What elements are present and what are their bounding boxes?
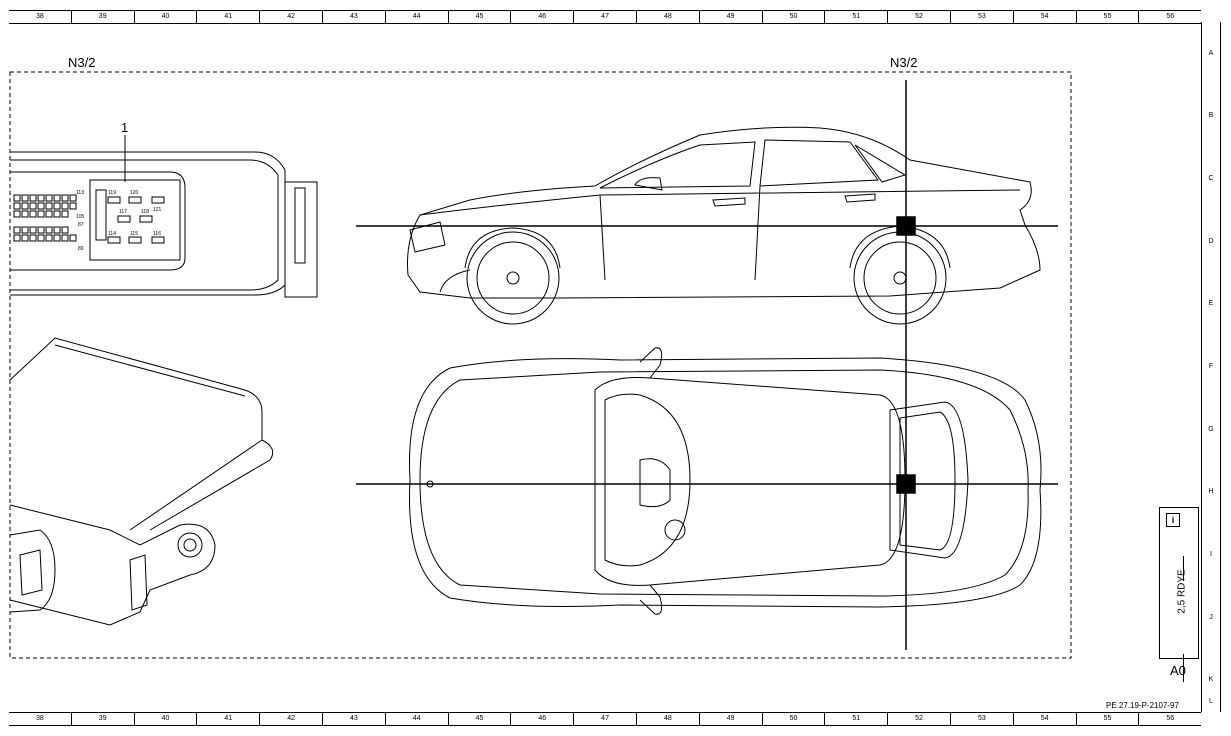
row-label: G	[1208, 426, 1214, 433]
column-label: 48	[635, 11, 699, 23]
column-label: 47	[573, 11, 636, 23]
wire-line	[1183, 654, 1184, 682]
component-label-left: N3/2	[68, 55, 96, 70]
column-label: 46	[510, 713, 573, 725]
location-code: A0	[1170, 663, 1186, 678]
column-label: 40	[133, 11, 197, 23]
row-label: A	[1208, 50, 1214, 57]
pin-label: 105	[76, 214, 85, 220]
pin-label: 119	[108, 190, 116, 196]
pin-number-labels: 113 105 87 89 119 120 117 118 121 114 11…	[76, 190, 162, 252]
column-label: 43	[321, 713, 385, 725]
column-label: 46	[510, 11, 573, 23]
row-label: E	[1208, 300, 1214, 307]
column-label: 47	[573, 713, 636, 725]
column-ruler-top: 38 39 40 41 42 43 44 45 46 47 48 49 50 5…	[9, 10, 1201, 24]
wire-line	[1183, 556, 1184, 581]
column-label: 43	[321, 11, 385, 23]
column-label: 49	[698, 11, 762, 23]
pin-label: 89	[78, 246, 84, 252]
column-label: 51	[824, 11, 887, 23]
dashed-frame	[9, 71, 1072, 659]
pin-label: 113	[76, 190, 84, 196]
pin-label: 118	[141, 209, 149, 215]
column-label: 44	[384, 11, 448, 23]
callout-number: 1	[121, 120, 129, 135]
column-label: 44	[384, 713, 448, 725]
column-label: 39	[70, 713, 134, 725]
row-label: D	[1208, 238, 1214, 245]
column-label: 55	[1075, 11, 1139, 23]
car-side-view	[407, 126, 1041, 325]
column-label: 54	[1012, 713, 1076, 725]
location-crosshair	[356, 80, 1058, 650]
column-label: 45	[447, 11, 511, 23]
row-label: I	[1210, 551, 1212, 558]
column-label: 41	[196, 713, 259, 725]
component-marker-side	[896, 216, 916, 236]
column-label: 42	[259, 713, 322, 725]
pin-label: 116	[153, 231, 161, 237]
row-label: J	[1209, 614, 1213, 621]
column-label: 50	[761, 713, 825, 725]
column-label: 42	[259, 11, 322, 23]
wire-color-label: 2,5 RDYE	[1176, 569, 1188, 614]
pin-label: 87	[78, 222, 84, 228]
document-id: PE 27.19-P-2107-97	[1106, 701, 1179, 710]
car-top-view	[409, 347, 1042, 615]
pin-label: 115	[130, 231, 138, 237]
column-label: 45	[447, 713, 511, 725]
column-label: 49	[698, 713, 762, 725]
info-icon[interactable]: i	[1166, 513, 1180, 527]
wire-info-box: i 2,5 RDYE	[1159, 507, 1199, 682]
column-label: 52	[887, 713, 950, 725]
column-label: 50	[761, 11, 825, 23]
column-label: 38	[36, 715, 44, 722]
pin-grid	[13, 194, 165, 244]
column-label: 53	[949, 713, 1013, 725]
row-label: L	[1209, 698, 1213, 705]
column-label: 38	[36, 13, 44, 20]
pin-label: 120	[130, 190, 139, 196]
column-label: 41	[196, 11, 259, 23]
column-label: 56	[1138, 713, 1201, 725]
row-label: K	[1208, 676, 1214, 683]
component-marker-top	[896, 474, 916, 494]
row-ruler: A B C D E F G H I J K L	[1201, 22, 1221, 712]
control-unit-drawing	[9, 337, 274, 626]
column-label: 55	[1075, 713, 1139, 725]
column-label: 40	[133, 713, 197, 725]
column-label: 51	[824, 713, 887, 725]
row-label: F	[1208, 363, 1214, 370]
column-label: 54	[1012, 11, 1076, 23]
column-label: 39	[70, 11, 134, 23]
column-label: 52	[887, 11, 950, 23]
column-label: 53	[949, 11, 1013, 23]
pin-label: 121	[153, 207, 162, 213]
column-label: 48	[635, 713, 699, 725]
row-label: B	[1208, 112, 1214, 119]
row-label: H	[1208, 488, 1214, 495]
wire-symbol: 2,5 RDYE	[1166, 546, 1190, 682]
column-label: 56	[1138, 11, 1201, 23]
component-label-right: N3/2	[890, 55, 918, 70]
pin-label: 117	[119, 209, 127, 215]
column-ruler-bottom: 38 39 40 41 42 43 44 45 46 47 48 49 50 5…	[9, 712, 1201, 726]
connector-drawing	[10, 135, 318, 298]
row-label: C	[1208, 175, 1214, 182]
pin-label: 114	[108, 231, 116, 237]
